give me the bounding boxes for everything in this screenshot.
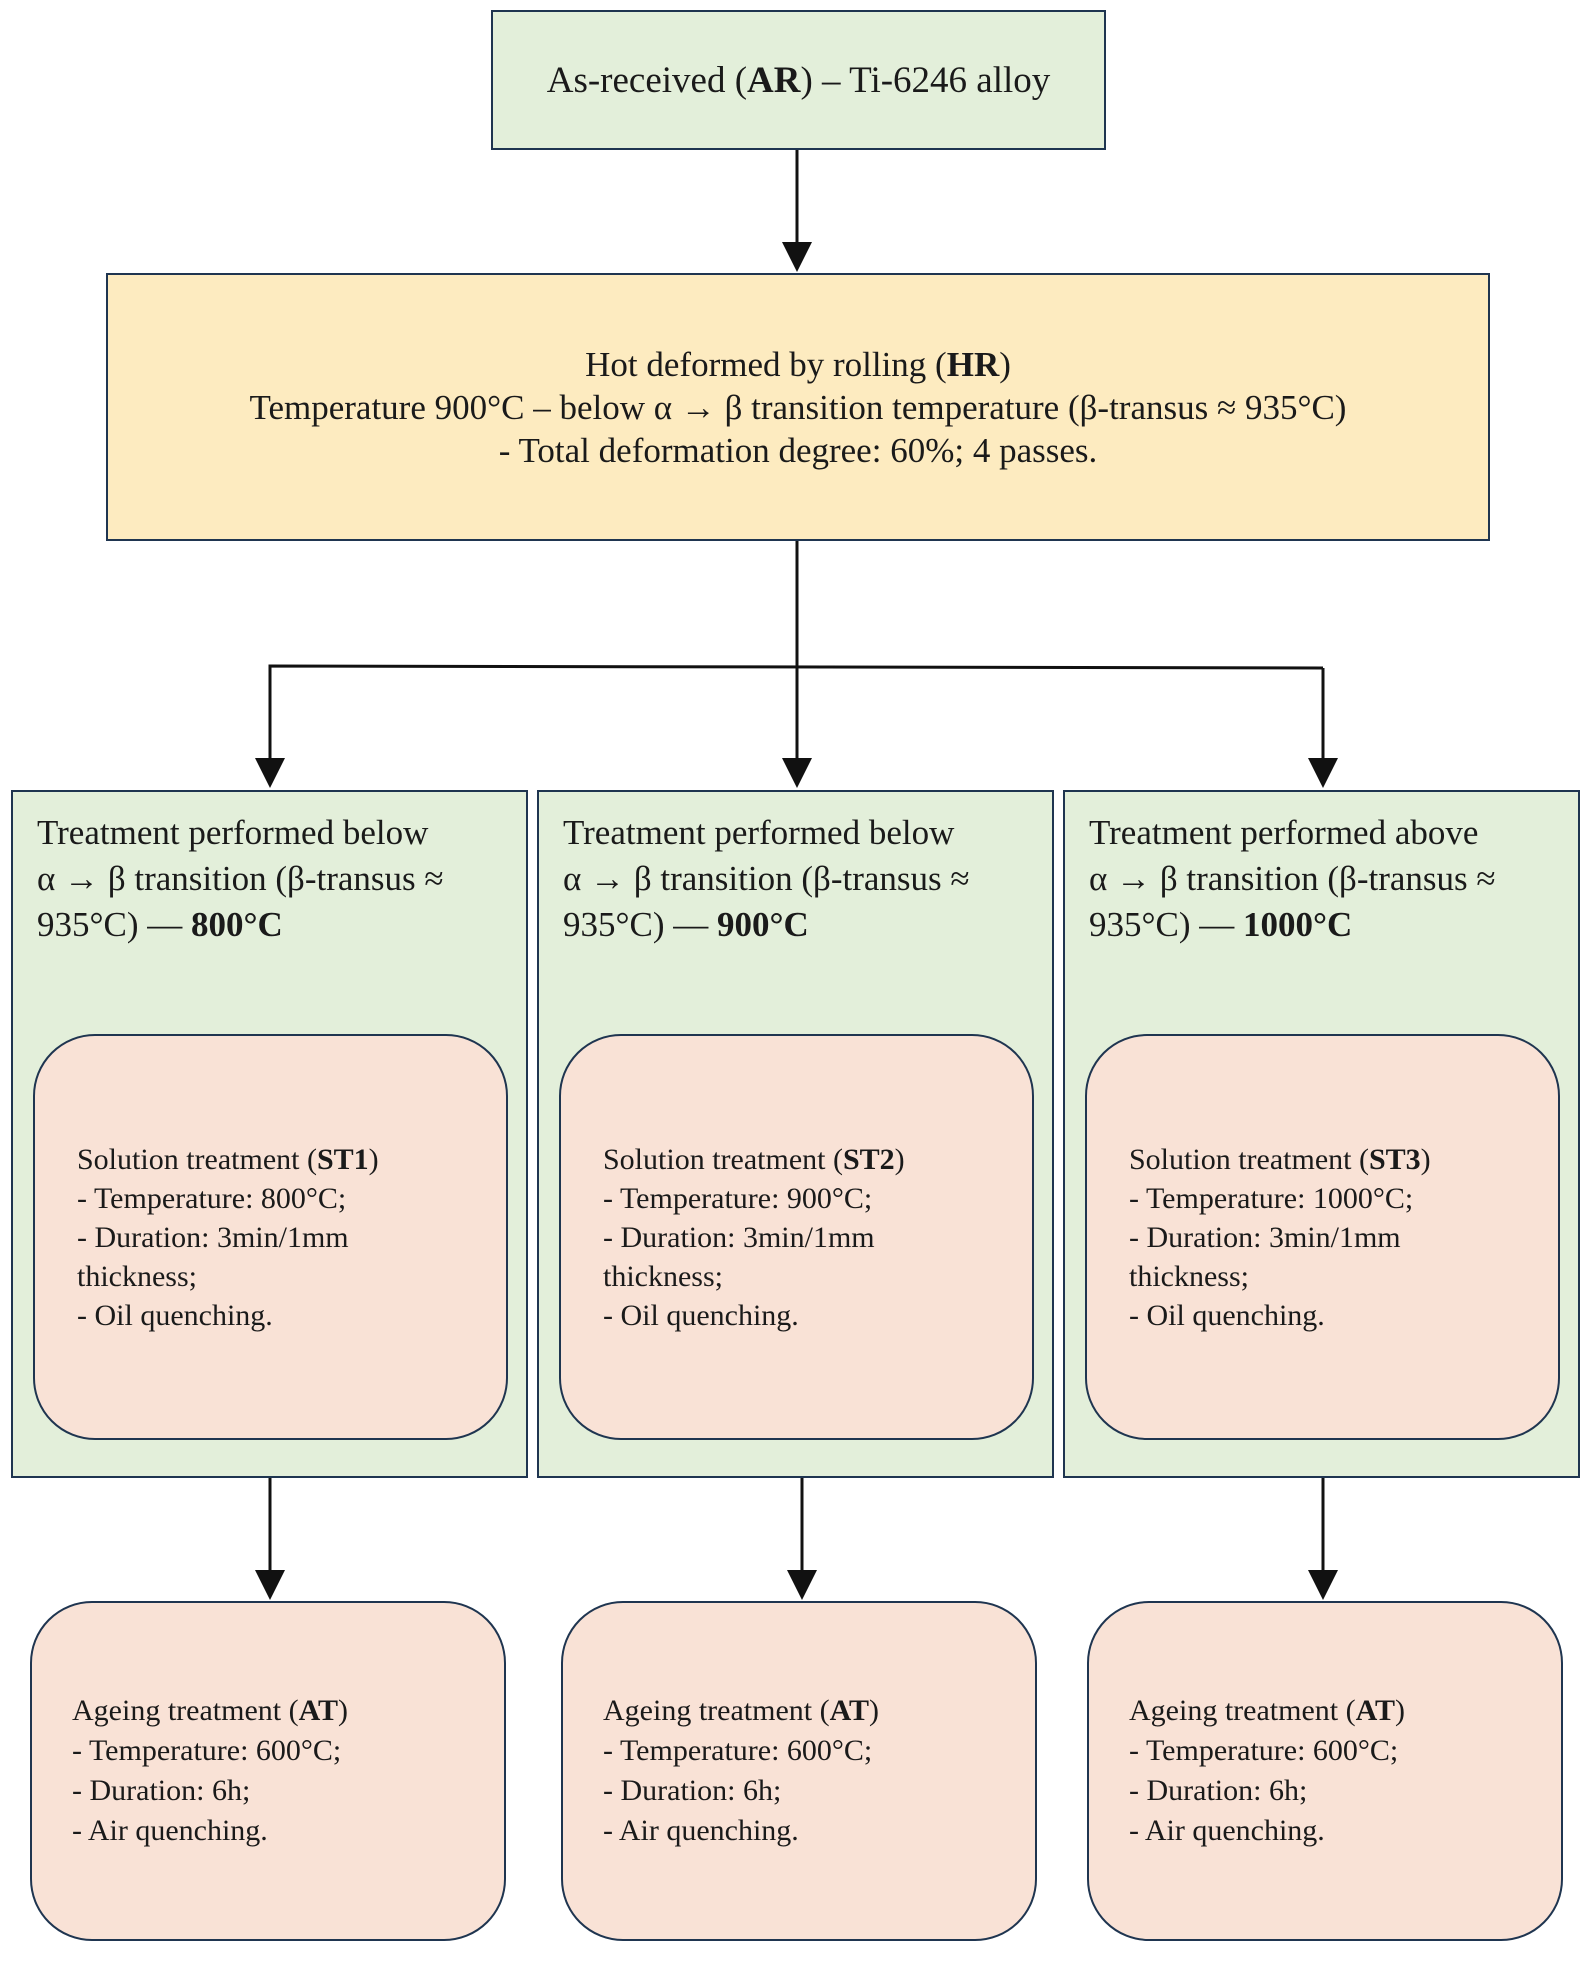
solution-treatment-duration-1: - Duration: 3min/1mm: [77, 1220, 349, 1254]
treatment-heading-3: Treatment performed above α → β transiti…: [1089, 813, 1496, 944]
hot-rolling-box: Hot deformed by rolling (HR) Temperature…: [106, 273, 1490, 541]
ageing-duration-1: - Duration: 6h;: [72, 1774, 251, 1807]
treatment-column-2: Treatment performed below α → β transiti…: [537, 790, 1054, 1478]
ageing-title-1: Ageing treatment (AT): [72, 1694, 349, 1727]
ageing-title-3: Ageing treatment (AT): [1129, 1694, 1406, 1727]
solution-treatment-thickness-2: thickness;: [603, 1259, 723, 1293]
ageing-temperature-1: - Temperature: 600°C;: [72, 1734, 342, 1767]
hot-rolling-temperature: Temperature 900°C – below α → β transiti…: [249, 387, 1347, 427]
solution-treatment-duration-3: - Duration: 3min/1mm: [1129, 1220, 1401, 1254]
ageing-quench-1: - Air quenching.: [72, 1814, 268, 1847]
treatment-temperature-1: 800°C: [191, 905, 283, 944]
ageing-treatment-box-1: Ageing treatment (AT) - Temperature: 600…: [30, 1601, 506, 1941]
ageing-treatment-box-3: Ageing treatment (AT) - Temperature: 600…: [1087, 1601, 1563, 1941]
hot-rolling-title: Hot deformed by rolling (HR): [585, 344, 1011, 384]
treatment-temperature-2: 900°C: [717, 905, 809, 944]
solution-treatment-quench-2: - Oil quenching.: [603, 1298, 799, 1332]
ageing-duration-2: - Duration: 6h;: [603, 1774, 782, 1807]
solution-treatment-box-1: Solution treatment (ST1) - Temperature: …: [33, 1034, 508, 1440]
solution-treatment-thickness-3: thickness;: [1129, 1259, 1249, 1293]
as-received-code: AR: [747, 59, 801, 101]
ageing-quench-2: - Air quenching.: [603, 1814, 799, 1847]
solution-treatment-duration-2: - Duration: 3min/1mm: [603, 1220, 875, 1254]
solution-treatment-box-2: Solution treatment (ST2) - Temperature: …: [559, 1034, 1034, 1440]
treatment-temperature-3: 1000°C: [1243, 905, 1353, 944]
ageing-title-2: Ageing treatment (AT): [603, 1694, 880, 1727]
ageing-treatment-box-2: Ageing treatment (AT) - Temperature: 600…: [561, 1601, 1037, 1941]
as-received-box: As-received (AR) – Ti-6246 alloy: [491, 10, 1106, 150]
solution-treatment-quench-3: - Oil quenching.: [1129, 1298, 1325, 1332]
ageing-temperature-3: - Temperature: 600°C;: [1129, 1734, 1399, 1767]
treatment-column-3: Treatment performed above α → β transiti…: [1063, 790, 1580, 1478]
solution-treatment-temperature-2: - Temperature: 900°C;: [603, 1181, 873, 1215]
solution-treatment-title-3: Solution treatment (ST3): [1129, 1142, 1431, 1176]
solution-treatment-temperature-3: - Temperature: 1000°C;: [1129, 1181, 1414, 1215]
solution-treatment-title-2: Solution treatment (ST2): [603, 1142, 905, 1176]
solution-treatment-box-3: Solution treatment (ST3) - Temperature: …: [1085, 1034, 1560, 1440]
solution-treatment-thickness-1: thickness;: [77, 1259, 197, 1293]
ageing-temperature-2: - Temperature: 600°C;: [603, 1734, 873, 1767]
solution-treatment-title-1: Solution treatment (ST1): [77, 1142, 379, 1176]
solution-treatment-quench-1: - Oil quenching.: [77, 1298, 273, 1332]
as-received-label: As-received (AR) – Ti-6246 alloy: [546, 59, 1051, 101]
hot-rolling-deformation: - Total deformation degree: 60%; 4 passe…: [498, 430, 1098, 470]
treatment-column-1: Treatment performed below α → β transiti…: [11, 790, 528, 1478]
hot-rolling-code: HR: [946, 344, 1000, 384]
treatment-heading-2: Treatment performed below α → β transiti…: [563, 813, 970, 944]
treatment-heading-1: Treatment performed below α → β transiti…: [37, 813, 444, 944]
solution-treatment-temperature-1: - Temperature: 800°C;: [77, 1181, 347, 1215]
ageing-quench-3: - Air quenching.: [1129, 1814, 1325, 1847]
line-branch-bar: [268, 664, 1324, 670]
ageing-duration-3: - Duration: 6h;: [1129, 1774, 1308, 1807]
